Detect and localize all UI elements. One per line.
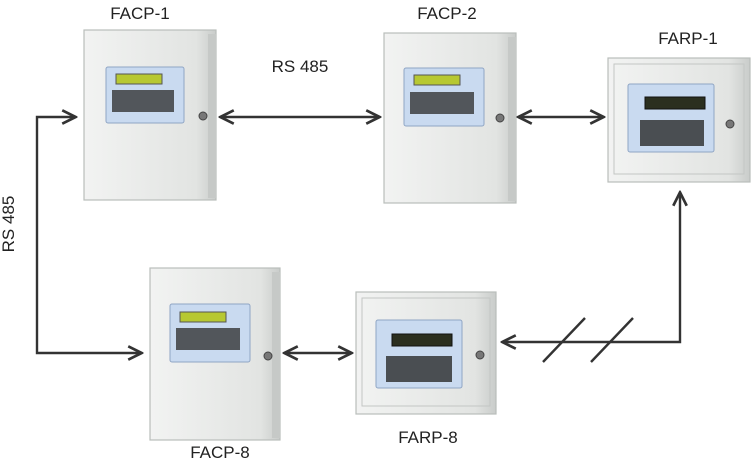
label-farp8: FARP-8: [398, 428, 458, 447]
label-farp1: FARP-1: [658, 29, 718, 48]
label-facp2: FACP-2: [417, 4, 477, 23]
panel-facp8: [149, 267, 281, 441]
panel-farp8: [355, 291, 497, 415]
link-farp8-farp1: [504, 194, 680, 342]
label-facp8: FACP-8: [190, 443, 250, 462]
label-facp1: FACP-1: [110, 4, 170, 23]
break-mark-2: [590, 317, 634, 363]
panel-facp2: [383, 32, 517, 204]
label-rs485-top: RS 485: [272, 57, 329, 76]
panel-farp1: [607, 57, 751, 183]
panel-facp1: [83, 29, 217, 201]
break-mark-1: [542, 317, 586, 363]
label-rs485-side: RS 485: [0, 196, 18, 253]
link-facp1-facp8: [35, 117, 140, 353]
